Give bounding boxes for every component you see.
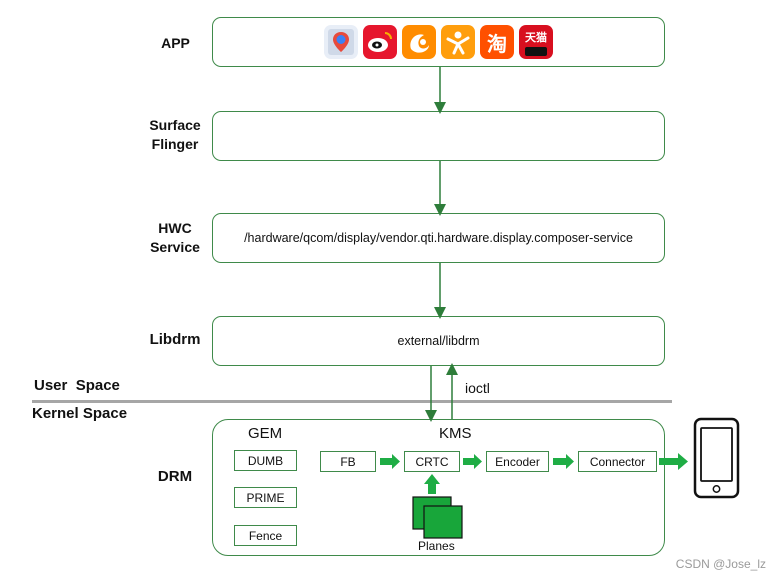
- gem-prime-box: PRIME: [234, 487, 297, 508]
- tmall-icon: 天猫: [519, 25, 553, 59]
- app-box: 淘 天猫: [212, 17, 665, 67]
- kms-connector-box: Connector: [578, 451, 657, 472]
- libdrm-label: Libdrm: [149, 331, 201, 348]
- libdrm-path: external/libdrm: [397, 334, 480, 348]
- surfaceflinger-box: [212, 111, 665, 161]
- taobao-icon: 淘: [480, 25, 514, 59]
- planes-label: Planes: [418, 539, 455, 553]
- gem-dumb-box: DUMB: [234, 450, 297, 471]
- arrow-planes-to-crtc: [424, 474, 440, 494]
- arrow-crtc-to-encoder: [463, 454, 482, 469]
- libdrm-box: external/libdrm: [212, 316, 665, 366]
- baidu-map-icon: [324, 25, 358, 59]
- drm-label: DRM: [157, 468, 193, 485]
- gem-fence-box: Fence: [234, 525, 297, 546]
- arrow-connector-to-phone: [659, 453, 688, 470]
- uc-browser-icon: [402, 25, 436, 59]
- csdn-watermark: CSDN @Jose_lz: [675, 557, 766, 571]
- kernel-space-label: Kernel Space: [32, 405, 128, 422]
- hwc-service-label: HWC Service: [150, 220, 200, 255]
- weibo-icon: [363, 25, 397, 59]
- phone-icon: [693, 417, 740, 499]
- app-label: APP: [161, 35, 190, 51]
- app-icons: 淘 天猫: [324, 25, 553, 59]
- user-space-label: User Space: [34, 377, 120, 394]
- plane-square-front: [423, 505, 463, 539]
- hwc-service-path: /hardware/qcom/display/vendor.qti.hardwa…: [244, 231, 633, 245]
- kms-fb-box: FB: [320, 451, 376, 472]
- kms-title: KMS: [439, 425, 472, 442]
- kms-crtc-box: CRTC: [404, 451, 460, 472]
- user-kernel-divider: [32, 400, 672, 403]
- gem-title: GEM: [248, 425, 283, 442]
- xianyu-icon: [441, 25, 475, 59]
- arrow-fb-to-crtc: [380, 454, 400, 469]
- kms-encoder-box: Encoder: [486, 451, 549, 472]
- arrow-encoder-to-connector: [553, 454, 574, 469]
- ioctl-label: ioctl: [465, 380, 490, 396]
- surfaceflinger-label: Surface Flinger: [149, 117, 201, 152]
